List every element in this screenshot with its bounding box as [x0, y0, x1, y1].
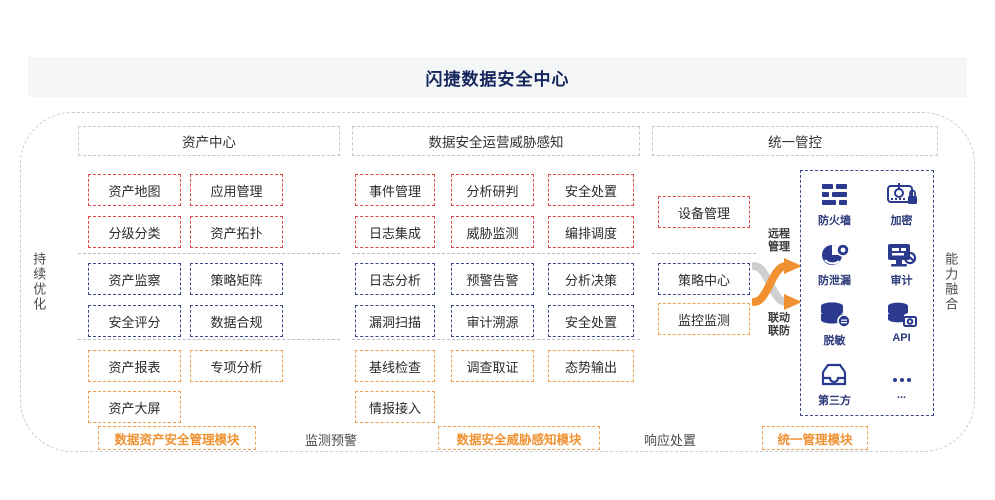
capability-third-party[interactable]: 第三方: [801, 359, 868, 415]
divider-unified-1: [652, 253, 756, 254]
capability-label: 第三方: [818, 395, 851, 407]
capability-label: API: [892, 332, 911, 344]
chip-application-mgmt[interactable]: 应用管理: [190, 174, 283, 206]
arrow-label-remote-mgmt: 远程管理: [768, 228, 790, 254]
chip-asset-inspection[interactable]: 资产监察: [88, 263, 181, 295]
group-header-threat-center: 数据安全运营威胁感知: [352, 126, 640, 156]
page-title: 闪捷数据安全中心: [425, 69, 570, 89]
divider-threat-1: [352, 253, 640, 254]
chip-early-warning[interactable]: 预警告警: [451, 263, 534, 295]
capability-audit[interactable]: 审计: [868, 239, 935, 295]
divider-threat-2: [352, 339, 640, 340]
outer-frame: [20, 112, 975, 452]
chip-security-score[interactable]: 安全评分: [88, 305, 181, 337]
capability-label: ...: [896, 389, 907, 401]
chip-classification[interactable]: 分级分类: [88, 216, 181, 248]
chip-analysis-decision[interactable]: 分析决策: [548, 263, 634, 295]
capability-dlp[interactable]: 防泄漏: [801, 239, 868, 295]
chip-analysis-judgment[interactable]: 分析研判: [451, 174, 534, 206]
chip-threat-monitoring[interactable]: 威胁监测: [451, 216, 534, 248]
chip-special-analysis[interactable]: 专项分析: [190, 350, 283, 382]
chip-security-handling-1[interactable]: 安全处置: [548, 174, 634, 206]
chip-event-mgmt[interactable]: 事件管理: [355, 174, 435, 206]
firewall-icon: [820, 179, 850, 211]
chip-security-handling-2[interactable]: 安全处置: [548, 305, 634, 337]
side-label-right: 能力融合: [943, 252, 959, 312]
chip-orchestration[interactable]: 编排调度: [548, 216, 634, 248]
capability-desensitization[interactable]: 脱敏: [801, 299, 868, 355]
bottom-caption-monitoring: 监测预警: [305, 433, 358, 448]
group-header-asset-center: 资产中心: [78, 126, 340, 156]
bottom-module-threat: 数据安全威胁感知模块: [438, 426, 600, 450]
data-leak-prevention-icon: [819, 239, 851, 271]
capability-label: 加密: [890, 215, 913, 227]
group-header-unified-control: 统一管控: [652, 126, 938, 156]
chip-asset-report[interactable]: 资产报表: [88, 350, 181, 382]
chip-baseline-check[interactable]: 基线检查: [355, 350, 435, 382]
arrow-cluster: 远程管理 联动联防: [752, 228, 802, 338]
chip-intel-access[interactable]: 情报接入: [355, 391, 435, 423]
capability-grid: 防火墙 加密: [801, 179, 935, 415]
api-database-icon: [886, 299, 918, 331]
chip-asset-topology[interactable]: 资产拓扑: [190, 216, 283, 248]
divider-asset-2: [78, 339, 340, 340]
chip-policy-matrix[interactable]: 策略矩阵: [190, 263, 283, 295]
chip-policy-center[interactable]: 策略中心: [658, 263, 750, 295]
desensitization-database-icon: [819, 299, 851, 331]
chip-log-integration[interactable]: 日志集成: [355, 216, 435, 248]
capability-api[interactable]: API: [868, 299, 935, 355]
encryption-lock-icon: [886, 179, 918, 211]
chip-monitoring[interactable]: 监控监测: [658, 303, 750, 335]
capability-label: 防火墙: [818, 215, 851, 227]
chip-asset-dashboard[interactable]: 资产大屏: [88, 391, 181, 423]
chip-situation-output[interactable]: 态势输出: [548, 350, 634, 382]
divider-asset-1: [78, 253, 340, 254]
side-label-left: 持续优化: [31, 252, 47, 312]
third-party-tray-icon: [819, 359, 851, 391]
header-banner: 闪捷数据安全中心: [28, 57, 967, 97]
crossing-arrows-icon: [752, 258, 802, 310]
capability-label: 防泄漏: [818, 275, 851, 287]
capability-more[interactable]: ...: [868, 359, 935, 415]
capability-firewall[interactable]: 防火墙: [801, 179, 868, 235]
arrow-label-linkage-defense: 联动联防: [768, 312, 790, 338]
chip-log-analysis[interactable]: 日志分析: [355, 263, 435, 295]
chip-asset-map[interactable]: 资产地图: [88, 174, 181, 206]
audit-monitor-icon: [886, 239, 918, 271]
chip-data-compliance[interactable]: 数据合规: [190, 305, 283, 337]
chip-device-mgmt[interactable]: 设备管理: [658, 196, 750, 228]
bottom-module-asset: 数据资产安全管理模块: [98, 426, 256, 450]
capability-label: 审计: [890, 275, 913, 287]
chip-investigation[interactable]: 调查取证: [451, 350, 534, 382]
chip-audit-traceability[interactable]: 审计溯源: [451, 305, 534, 337]
capability-label: 脱敏: [823, 335, 846, 347]
capability-encryption[interactable]: 加密: [868, 179, 935, 235]
ellipsis-icon: [887, 359, 917, 391]
bottom-module-unified: 统一管理模块: [762, 426, 868, 450]
capability-panel: 防火墙 加密: [800, 170, 934, 416]
bottom-caption-response: 响应处置: [644, 433, 697, 448]
chip-vuln-scan[interactable]: 漏洞扫描: [355, 305, 435, 337]
